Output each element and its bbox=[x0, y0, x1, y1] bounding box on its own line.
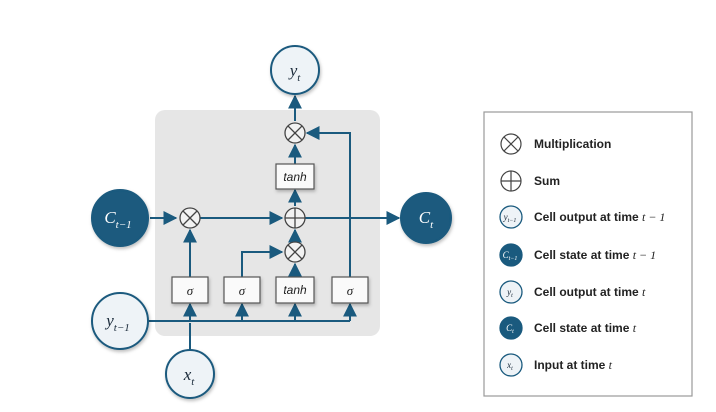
svg-text:xt: xt bbox=[183, 365, 196, 388]
legend-item-input: xt Input at time t bbox=[499, 353, 613, 377]
x-t-icon: xt bbox=[499, 353, 523, 377]
svg-text:Ct−1: Ct−1 bbox=[104, 208, 131, 231]
legend-label: Sum bbox=[534, 174, 560, 188]
y-t-icon: yt bbox=[499, 280, 523, 304]
node-c-prev: Ct−1 bbox=[91, 189, 149, 247]
node-y-t: yt bbox=[270, 45, 320, 95]
mul-forget-op bbox=[179, 207, 201, 229]
legend-label: Multiplication bbox=[534, 137, 611, 151]
forget-gate-label: σ bbox=[187, 283, 194, 298]
svg-text:yt: yt bbox=[506, 287, 513, 299]
input-gate: σ bbox=[223, 276, 261, 304]
lstm-cell-panel bbox=[155, 110, 380, 336]
svg-text:Ct: Ct bbox=[419, 208, 434, 231]
svg-text:yt−1: yt−1 bbox=[503, 212, 517, 224]
legend-item-cell-output: yt Cell output at time t bbox=[499, 280, 646, 304]
candidate-gate-label: tanh bbox=[283, 283, 307, 297]
forget-gate: σ bbox=[171, 276, 209, 304]
input-gate-label: σ bbox=[239, 283, 246, 298]
legend-label: Cell output at time t bbox=[534, 285, 646, 299]
output-to-mul bbox=[305, 126, 351, 277]
plus-icon bbox=[500, 170, 522, 192]
legend-item-cell-state: Ct Cell state at time t bbox=[499, 316, 637, 340]
legend: Multiplication Sum yt−1 Cell output at t… bbox=[483, 111, 693, 397]
svg-text:yt: yt bbox=[288, 61, 302, 84]
svg-text:Ct−1: Ct−1 bbox=[503, 250, 518, 262]
connections bbox=[148, 94, 401, 350]
multiply-icon bbox=[500, 133, 522, 155]
output-gate: σ bbox=[331, 276, 369, 304]
legend-item-cell-output-prev: yt−1 Cell output at time t − 1 bbox=[499, 205, 665, 229]
c-prev-icon: Ct−1 bbox=[499, 243, 523, 267]
y-prev-icon: yt−1 bbox=[499, 205, 523, 229]
cell-tanh-label: tanh bbox=[283, 170, 307, 184]
legend-item-sum: Sum bbox=[500, 170, 560, 192]
output-gate-label: σ bbox=[347, 283, 354, 298]
legend-item-cell-state-prev: Ct−1 Cell state at time t − 1 bbox=[499, 243, 656, 267]
sum-op bbox=[284, 207, 306, 229]
svg-text:yt−1: yt−1 bbox=[104, 311, 130, 334]
mul-input-op bbox=[284, 241, 306, 263]
legend-item-multiplication: Multiplication bbox=[500, 133, 611, 155]
svg-text:xt: xt bbox=[506, 360, 513, 372]
c-t-icon: Ct bbox=[499, 316, 523, 340]
input-to-mul bbox=[241, 245, 284, 277]
cell-tanh: tanh bbox=[275, 163, 315, 190]
node-c-t: Ct bbox=[400, 192, 452, 244]
svg-text:Ct: Ct bbox=[506, 323, 514, 335]
legend-label: Input at time t bbox=[534, 358, 613, 372]
mul-output-op bbox=[284, 122, 306, 144]
node-x-t: xt bbox=[165, 349, 215, 399]
candidate-gate: tanh bbox=[275, 276, 315, 304]
legend-label: Cell state at time t − 1 bbox=[534, 248, 656, 262]
legend-label: Cell output at time t − 1 bbox=[534, 210, 665, 224]
node-y-prev: yt−1 bbox=[91, 292, 149, 350]
legend-label: Cell state at time t bbox=[534, 321, 637, 335]
